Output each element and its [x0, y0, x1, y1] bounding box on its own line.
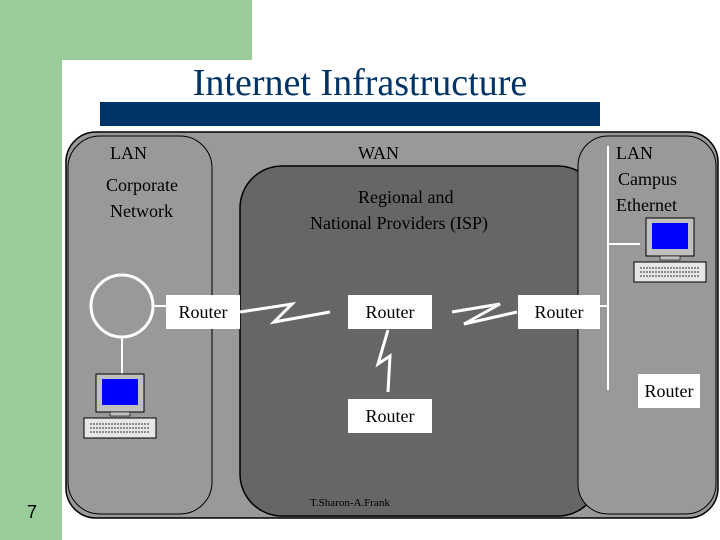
computer-icon — [633, 217, 707, 283]
page-number: 7 — [26, 502, 37, 522]
right-lan-line1: Campus — [618, 169, 678, 189]
left-lan-line1: Corporate — [106, 175, 178, 195]
computer-icon — [83, 373, 157, 439]
left-lan-heading: LAN — [110, 143, 147, 163]
wan-line1: Regional and — [358, 187, 454, 207]
accent-block — [0, 0, 252, 60]
right-lan-line2: Ethernet — [616, 195, 677, 215]
wan-heading: WAN — [358, 143, 399, 163]
router-center: Router — [348, 295, 432, 329]
lightning-link-icon — [451, 302, 518, 326]
router-right: Router — [518, 295, 600, 329]
router-left: Router — [166, 295, 240, 329]
network-diagram: LAN Corporate Network WAN Regional and N… — [62, 126, 720, 540]
router-bottom: Router — [348, 399, 432, 433]
wan-line2: National Providers (ISP) — [310, 213, 488, 233]
lightning-link-icon — [375, 329, 392, 393]
left-lan-line2: Network — [110, 201, 173, 221]
router-far-right: Router — [638, 374, 700, 408]
slide-title: Internet Infrastructure — [192, 62, 528, 104]
right-lan-heading: LAN — [616, 143, 653, 163]
accent-strip — [0, 60, 62, 540]
footer-credit: T.Sharon-A.Frank — [310, 497, 390, 509]
lightning-link-icon — [239, 301, 331, 325]
title-underline-bar — [100, 102, 600, 126]
